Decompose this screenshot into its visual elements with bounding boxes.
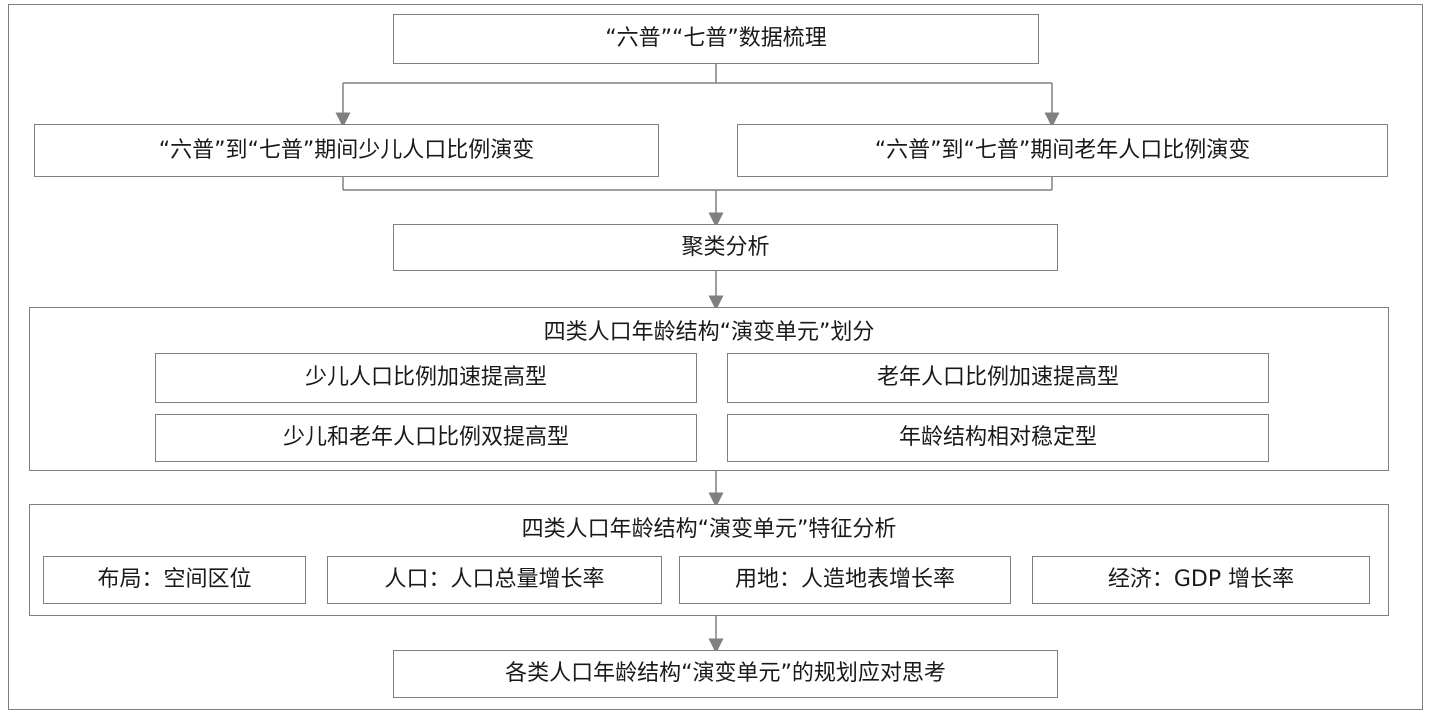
division-type-3: 少儿和老年人口比例双提高型 bbox=[155, 414, 697, 462]
feature-economy: 经济：GDP 增长率 bbox=[1032, 556, 1370, 604]
feature-land-use-label: 用地：人造地表增长率 bbox=[734, 567, 955, 592]
diagram-frame bbox=[8, 4, 1423, 710]
node-planning-label: 各类人口年龄结构“演变单元”的规划应对思考 bbox=[505, 661, 946, 686]
group-features-title: 四类人口年龄结构“演变单元”特征分析 bbox=[521, 517, 897, 542]
division-type-2-label: 老年人口比例加速提高型 bbox=[876, 365, 1119, 390]
feature-land-use: 用地：人造地表增长率 bbox=[679, 556, 1011, 604]
node-data-sorting-label: “六普”“七普”数据梳理 bbox=[605, 26, 827, 51]
feature-economy-label: 经济：GDP 增长率 bbox=[1107, 567, 1295, 592]
node-cluster-analysis-label: 聚类分析 bbox=[681, 234, 770, 260]
feature-layout: 布局：空间区位 bbox=[43, 556, 306, 604]
division-type-3-label: 少儿和老年人口比例双提高型 bbox=[282, 425, 569, 450]
node-cluster-analysis: 聚类分析 bbox=[393, 224, 1058, 271]
division-type-1-label: 少儿人口比例加速提高型 bbox=[304, 365, 547, 390]
node-youth-change-label: “六普”到“七普”期间少儿人口比例演变 bbox=[158, 137, 535, 163]
feature-population-label: 人口：人口总量增长率 bbox=[384, 567, 605, 592]
division-type-4-label: 年龄结构相对稳定型 bbox=[898, 425, 1097, 450]
feature-layout-label: 布局：空间区位 bbox=[97, 567, 252, 592]
feature-population: 人口：人口总量增长率 bbox=[327, 556, 662, 604]
group-division-title: 四类人口年龄结构“演变单元”划分 bbox=[543, 320, 875, 345]
node-youth-change: “六普”到“七普”期间少儿人口比例演变 bbox=[34, 124, 659, 177]
node-planning: 各类人口年龄结构“演变单元”的规划应对思考 bbox=[393, 650, 1058, 698]
node-elderly-change: “六普”到“七普”期间老年人口比例演变 bbox=[737, 124, 1388, 177]
division-type-1: 少儿人口比例加速提高型 bbox=[155, 353, 697, 403]
division-type-2: 老年人口比例加速提高型 bbox=[727, 353, 1269, 403]
node-data-sorting: “六普”“七普”数据梳理 bbox=[393, 14, 1039, 64]
node-elderly-change-label: “六普”到“七普”期间老年人口比例演变 bbox=[874, 137, 1251, 163]
division-type-4: 年龄结构相对稳定型 bbox=[727, 414, 1269, 462]
